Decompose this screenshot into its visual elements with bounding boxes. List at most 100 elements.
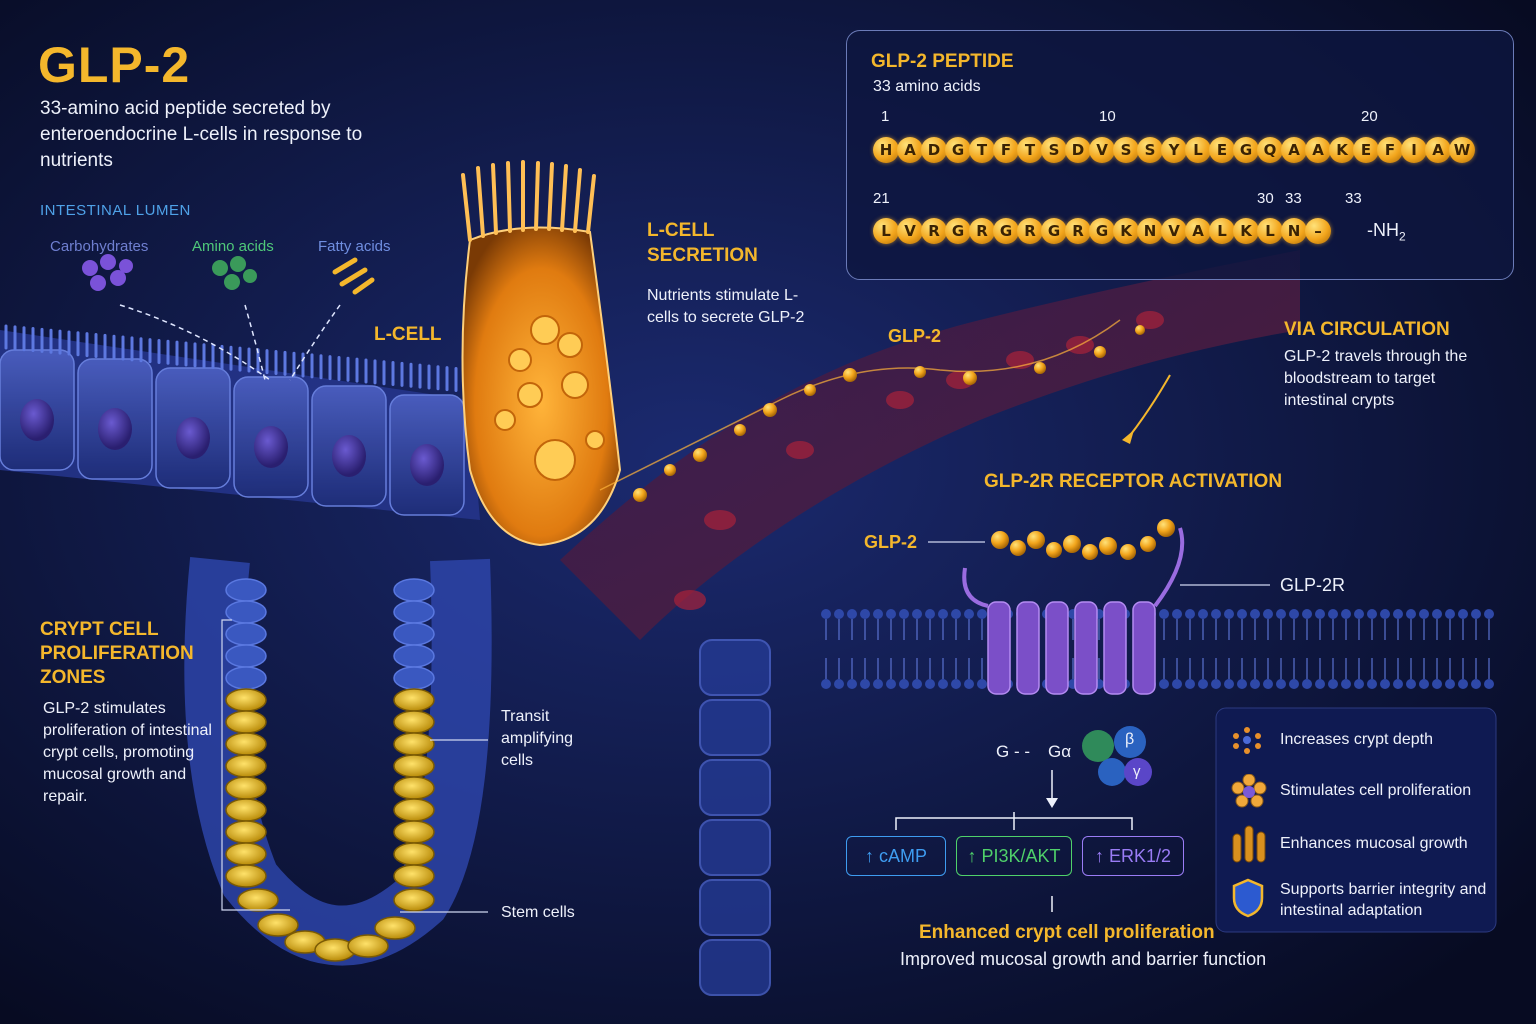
amino-acid-bead: A <box>1281 137 1307 163</box>
position-20: 20 <box>1361 108 1378 125</box>
amino-acid-bead: A <box>1185 218 1211 244</box>
effect-crypt-depth: Increases crypt depth <box>1280 731 1433 748</box>
amino-acid-bead: G <box>945 137 971 163</box>
amino-acid-bead: G <box>1233 137 1259 163</box>
camp-label: ↑ cAMP <box>864 845 927 866</box>
g-gamma-label: γ <box>1133 763 1141 780</box>
amino-acid-bead: S <box>1041 137 1067 163</box>
amino-acid-bead: – <box>1305 218 1331 244</box>
secretion-title-line1: L-CELL <box>647 220 715 241</box>
amino-acid-bead: E <box>1353 137 1379 163</box>
amino-acid-bead: S <box>1137 137 1163 163</box>
effect-cell-proliferation: Stimulates cell proliferation <box>1280 782 1472 799</box>
g-protein-label: G - - <box>996 742 1031 761</box>
pi3k-akt-label: ↑ PI3K/AKT <box>967 845 1061 866</box>
circulation-title: VIA CIRCULATION <box>1284 319 1450 340</box>
receptor-label: GLP-2R <box>1280 575 1346 595</box>
erk-pathway-box: ↑ ERK1/2 <box>1082 836 1184 876</box>
amino-acids-label: Amino acids <box>192 238 274 255</box>
effect-mucosal-growth: Enhances mucosal growth <box>1280 835 1468 852</box>
amino-acid-bead: G <box>1089 218 1115 244</box>
amino-acid-bead: L <box>1185 137 1211 163</box>
terminal-prefix: -NH <box>1367 220 1399 240</box>
position-33b: 33 <box>1345 190 1362 207</box>
amino-acid-bead: D <box>921 137 947 163</box>
ligand-label: GLP-2 <box>864 532 918 552</box>
c-terminal-amide: -NH2 <box>1367 220 1406 244</box>
amino-acid-bead: D <box>1065 137 1091 163</box>
amino-acid-bead: K <box>1233 218 1259 244</box>
position-1: 1 <box>881 108 890 125</box>
amino-acid-bead: F <box>993 137 1019 163</box>
pi3k-akt-pathway-box: ↑ PI3K/AKT <box>956 836 1072 876</box>
amino-acid-bead: T <box>969 137 995 163</box>
amino-acid-bead: L <box>1209 218 1235 244</box>
amino-acid-bead: G <box>1041 218 1067 244</box>
amino-acid-bead: G <box>945 218 971 244</box>
circulating-glp2-label: GLP-2 <box>888 326 942 346</box>
amino-acid-bead: K <box>1329 137 1355 163</box>
crypt-depth-icon <box>1230 726 1264 759</box>
amino-acid-bead: R <box>1065 218 1091 244</box>
carbohydrates-label: Carbohydrates <box>50 238 149 255</box>
cell-cluster-icon <box>1230 773 1268 815</box>
erk-label: ↑ ERK1/2 <box>1094 845 1172 866</box>
position-33a: 33 <box>1285 190 1302 207</box>
amino-acid-bead: R <box>921 218 947 244</box>
circulation-desc: GLP-2 travels through the bloodstream to… <box>1284 348 1468 409</box>
outcome-title: Enhanced crypt cell proliferation <box>919 922 1215 943</box>
shield-icon <box>1232 878 1264 923</box>
g-label: G <box>996 742 1010 761</box>
receptor-title: GLP-2R RECEPTOR ACTIVATION <box>984 471 1283 492</box>
amino-acid-bead: L <box>1257 218 1283 244</box>
amino-acid-bead: Y <box>1161 137 1187 163</box>
amino-acid-bead: V <box>1089 137 1115 163</box>
amino-acid-bead: H <box>873 137 899 163</box>
amino-acid-bead: V <box>1161 218 1187 244</box>
amino-acid-bead: E <box>1209 137 1235 163</box>
amino-acid-bead: A <box>897 137 923 163</box>
amino-acid-bead: L <box>873 218 899 244</box>
amino-acid-bead: S <box>1113 137 1139 163</box>
amino-acid-bead: A <box>1305 137 1331 163</box>
fatty-acids-label: Fatty acids <box>318 238 391 255</box>
secretion-desc: Nutrients stimulate L-cells to secrete G… <box>647 287 805 326</box>
crypt-desc: GLP-2 stimulates proliferation of intest… <box>43 700 212 805</box>
amino-acid-bead: K <box>1113 218 1139 244</box>
stem-cells-label: Stem cells <box>501 904 575 921</box>
amino-acid-bead: T <box>1017 137 1043 163</box>
amino-acid-bead: W <box>1449 137 1475 163</box>
amino-acid-bead: R <box>969 218 995 244</box>
amino-acid-bead: N <box>1281 218 1307 244</box>
amino-acid-bead: V <box>897 218 923 244</box>
g-alpha-label: Gα <box>1048 742 1072 761</box>
page-title: GLP-2 <box>38 37 191 93</box>
amino-acid-bead: R <box>1017 218 1043 244</box>
amino-acid-bead: G <box>993 218 1019 244</box>
position-21: 21 <box>873 190 890 207</box>
villi-icon <box>1231 824 1267 869</box>
crypt-title: CRYPT CELL PROLIFERATION ZONES <box>40 619 194 688</box>
effect-barrier-integrity: Supports barrier integrity and intestina… <box>1280 881 1487 919</box>
position-30: 30 <box>1257 190 1274 207</box>
peptide-title: GLP-2 PEPTIDE <box>871 51 1014 72</box>
outcome-desc: Improved mucosal growth and barrier func… <box>900 949 1267 969</box>
terminal-subscript: 2 <box>1399 229 1406 244</box>
position-10: 10 <box>1099 108 1116 125</box>
amino-acid-bead: I <box>1401 137 1427 163</box>
amino-acid-bead: N <box>1137 218 1163 244</box>
l-cell-label: L-CELL <box>374 324 442 345</box>
intro-text: 33-amino acid peptide secreted by entero… <box>40 98 363 171</box>
secretion-title-line2: SECRETION <box>647 245 758 266</box>
amino-acid-bead: F <box>1377 137 1403 163</box>
amino-acid-bead: A <box>1425 137 1451 163</box>
peptide-subtitle: 33 amino acids <box>873 78 981 95</box>
intestinal-lumen-label: INTESTINAL LUMEN <box>40 202 191 219</box>
g-beta-label: β <box>1125 731 1135 748</box>
camp-pathway-box: ↑ cAMP <box>846 836 946 876</box>
amino-acid-bead: Q <box>1257 137 1283 163</box>
transit-amplifying-label: Transit amplifying cells <box>501 708 574 769</box>
